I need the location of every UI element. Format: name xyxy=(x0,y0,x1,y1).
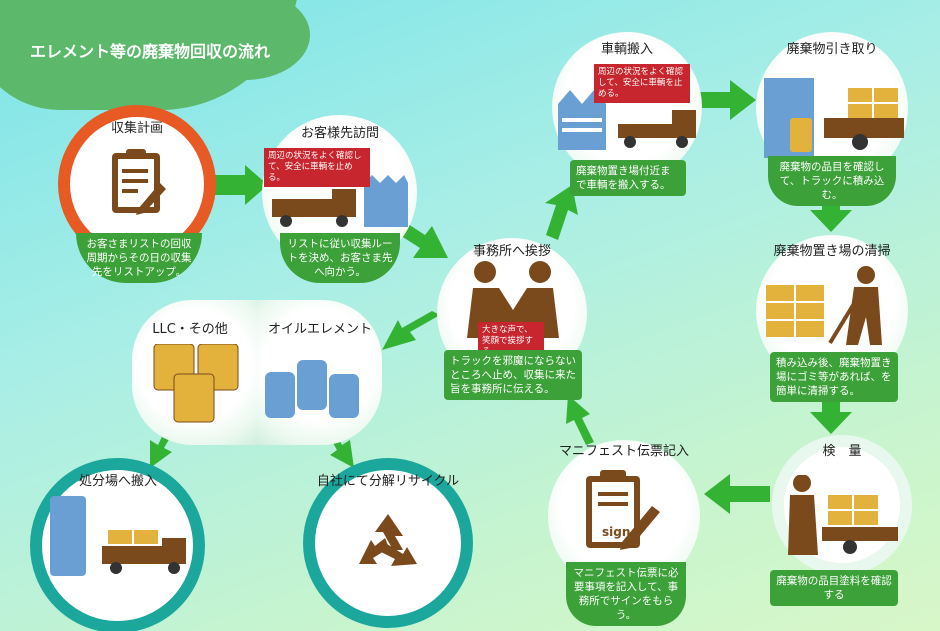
step-pickup-label: 廃棄物引き取り xyxy=(786,42,878,57)
truck-plant-icon xyxy=(50,496,186,576)
step-clean-label: 廃棄物置き場の清掃 xyxy=(773,244,891,259)
arrow-pickup-clean xyxy=(810,195,852,232)
arrow-greet-carry xyxy=(545,185,578,240)
step-oil-label: オイルエレメント xyxy=(267,322,373,337)
recycle-icon xyxy=(359,514,417,566)
truck-building-icon xyxy=(558,90,696,150)
inspecting-worker-icon xyxy=(788,475,898,555)
step-llc xyxy=(132,300,257,445)
step-llc-label: LLC・その他 xyxy=(152,322,228,337)
sign-text: sign xyxy=(602,525,631,539)
step-inspect-desc: 廃棄物の品目塗料を確認する xyxy=(770,570,898,606)
step-clean-desc: 積み込み後、廃棄物置き場にゴミ等があれば、を簡単に清掃する。 xyxy=(770,352,898,402)
step-carry-label: 車輌搬入 xyxy=(600,42,654,57)
step-plan-label: 収集計画 xyxy=(110,121,164,136)
clipboard-icon xyxy=(112,149,166,215)
truck-barrels-icon xyxy=(764,78,904,158)
step-visit-label: お客様先訪問 xyxy=(300,126,380,141)
step-manifest-desc: マニフェスト伝票に必要事項を記入して、事務所でサインをもらう。 xyxy=(566,562,686,626)
step-manifest-label: マニフェスト伝票記入 xyxy=(558,444,690,459)
step-pickup-desc: 廃棄物の品目を確認して、トラックに積み込む。 xyxy=(768,156,896,206)
step-visit-desc: リストに従い収集ルートを決め、お客さま先へ向かう。 xyxy=(280,233,400,283)
step-oil xyxy=(257,300,382,445)
step-carry-note: 周辺の状況をよく確認して、安全に車輌を止める。 xyxy=(594,64,690,103)
arrow-carry-pickup xyxy=(690,80,756,120)
arrow-inspect-manifest xyxy=(704,474,770,514)
signing-clipboard-icon xyxy=(586,470,660,550)
sweeping-worker-icon xyxy=(766,266,882,345)
step-inspect-label: 検 量 xyxy=(822,444,862,459)
step-greet-label: 事務所へ挨拶 xyxy=(472,244,552,259)
arrow-greet-llc xyxy=(382,311,440,350)
truck-factory-icon xyxy=(272,175,408,227)
arrow-visit-greet xyxy=(398,222,448,258)
arrow-clean-inspect xyxy=(810,400,852,434)
oil-filters-icon xyxy=(265,360,359,418)
step-disposal-label: 処分場へ搬入 xyxy=(78,474,158,489)
page-title: エレメント等の廃棄物回収の流れ xyxy=(30,42,271,61)
step-recycle xyxy=(303,458,473,628)
arrow-manifest-greet xyxy=(566,395,594,445)
step-visit-note: 周辺の状況をよく確認して、安全に車輌を止める。 xyxy=(264,148,370,187)
title-cloud-bump xyxy=(180,0,310,80)
arrow-plan-visit xyxy=(210,165,268,205)
step-carry-desc: 廃棄物置き場付近まで車輌を搬入する。 xyxy=(570,160,686,196)
barrels-icon xyxy=(153,344,239,423)
step-carry xyxy=(552,32,702,182)
step-greet-desc: トラックを邪魔にならないところへ止め、収集に来た旨を事務所に伝える。 xyxy=(444,350,582,400)
step-plan-desc: お客さまリストの回収周期からその日の収集先をリストアップ。 xyxy=(76,233,202,283)
step-recycle-label: 自社にて分解リサイクル xyxy=(316,474,460,489)
